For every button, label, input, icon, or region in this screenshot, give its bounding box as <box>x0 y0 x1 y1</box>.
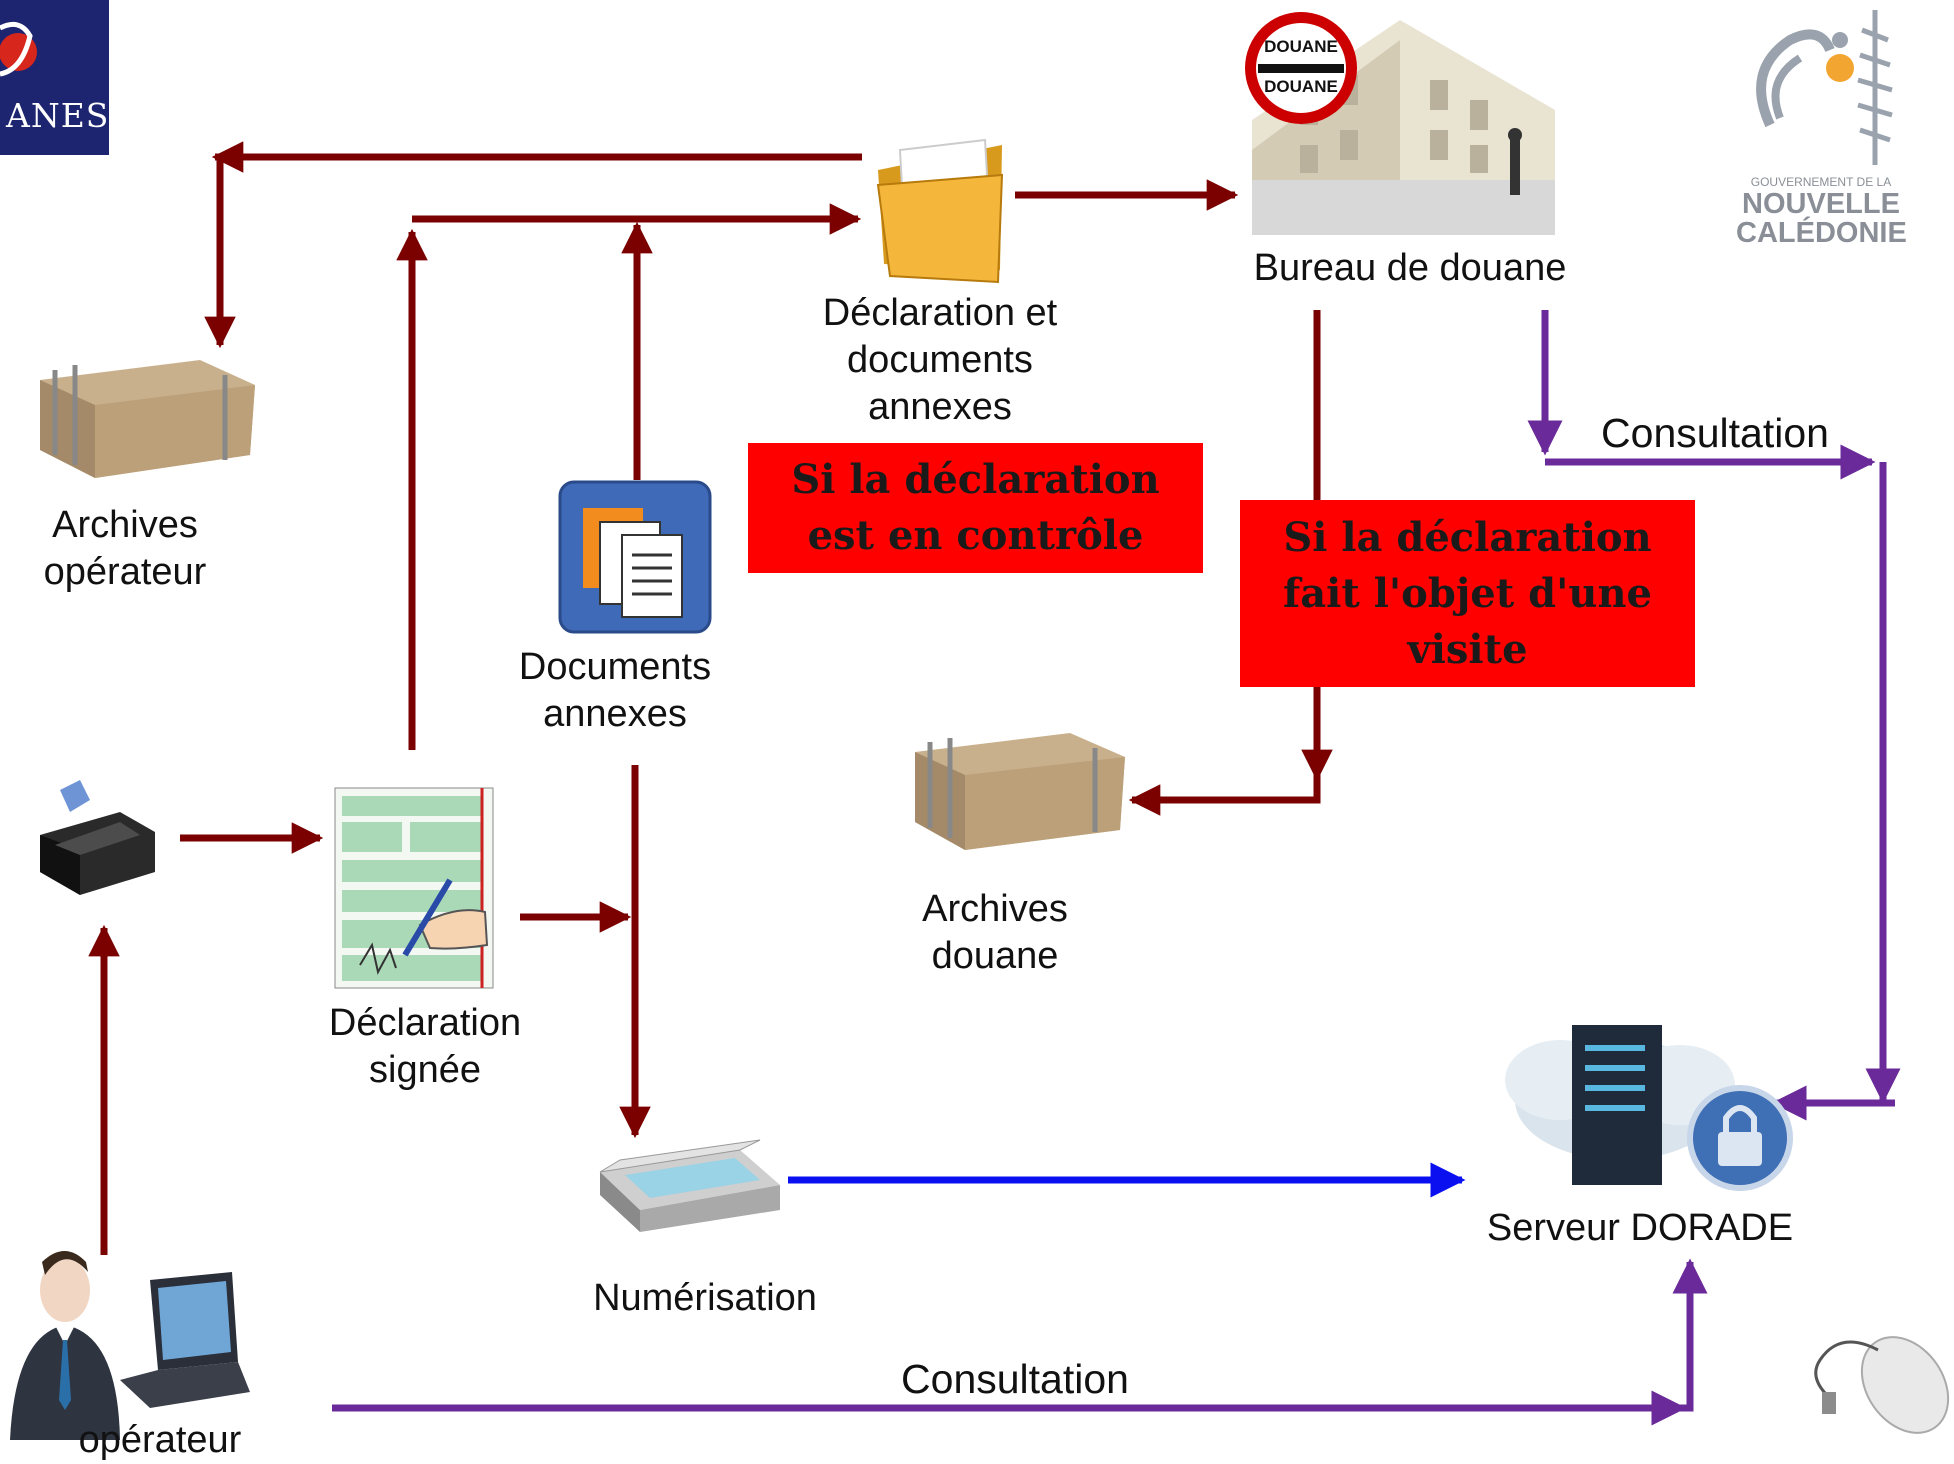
condition-visite-text: Si la déclaration fait l'objet d'une vis… <box>1283 513 1652 673</box>
declaration-signee-label: Déclaration signée <box>328 1002 522 1091</box>
condition-visite-box: Si la déclaration fait l'objet d'une vis… <box>1240 500 1695 687</box>
operateur-label: opérateur <box>78 1419 242 1461</box>
douane-sign-icon <box>1245 12 1357 124</box>
consultation-douane-label: Consultation <box>1601 410 1829 456</box>
arrow-operateur-consultation <box>332 1258 1708 1412</box>
arrow-bureau-to-archives-douane <box>1128 310 1321 816</box>
declaration-documents-annexes-label: Déclaration et documents annexes <box>822 292 1058 428</box>
logo-caledonie-text: CALÉDONIE <box>1736 217 1907 249</box>
logo-nouvelle-text: NOUVELLE <box>1742 188 1900 220</box>
scanner-icon <box>599 1139 780 1232</box>
logo-gouvernement-text: GOUVERNEMENT DE LA <box>1750 175 1892 189</box>
archives-douane-icon <box>915 733 1125 850</box>
condition-en-controle-text: Si la déclaration est en contrôle <box>791 456 1160 559</box>
documents-annexes-label: Documents annexes <box>518 646 712 735</box>
bureau-de-douane-label: Bureau de douane <box>1253 247 1567 289</box>
signed-declaration-icon <box>334 787 494 989</box>
archives-operateur-label: Archives opérateur <box>43 504 207 593</box>
douane-sign-top-text: DOUANE <box>1264 37 1338 56</box>
serveur-dorade-label: Serveur DORADE <box>1486 1207 1794 1249</box>
douane-sign-bottom-text: DOUANE <box>1264 77 1338 96</box>
arrow-folder-to-archives-operateur <box>204 153 862 349</box>
laptop-icon <box>120 1272 250 1408</box>
archives-operateur-icon <box>40 360 255 478</box>
douanes-logo-text: ANES <box>6 96 109 135</box>
douanes-logo-emblem-icon <box>0 0 109 155</box>
numerisation-label: Numérisation <box>593 1277 817 1319</box>
nouvelle-caledonie-logo: GOUVERNEMENT DE LA NOUVELLE CALÉDONIE <box>1736 175 1907 249</box>
printer-icon <box>40 780 155 895</box>
operateur-person-icon <box>10 1251 120 1440</box>
douanes-logo: ANES <box>0 0 109 155</box>
server-dorade-icon <box>1505 1025 1793 1191</box>
archives-douane-label: Archives douane <box>922 888 1068 977</box>
condition-en-controle-box: Si la déclaration est en contrôle <box>748 443 1203 573</box>
nouvelle-caledonie-logo-emblem-icon <box>1756 10 1893 165</box>
mouse-icon <box>1814 1336 1950 1434</box>
folder-icon <box>876 138 1004 284</box>
documents-annexes-icon <box>558 480 712 634</box>
consultation-operateur-label: Consultation <box>901 1356 1129 1402</box>
